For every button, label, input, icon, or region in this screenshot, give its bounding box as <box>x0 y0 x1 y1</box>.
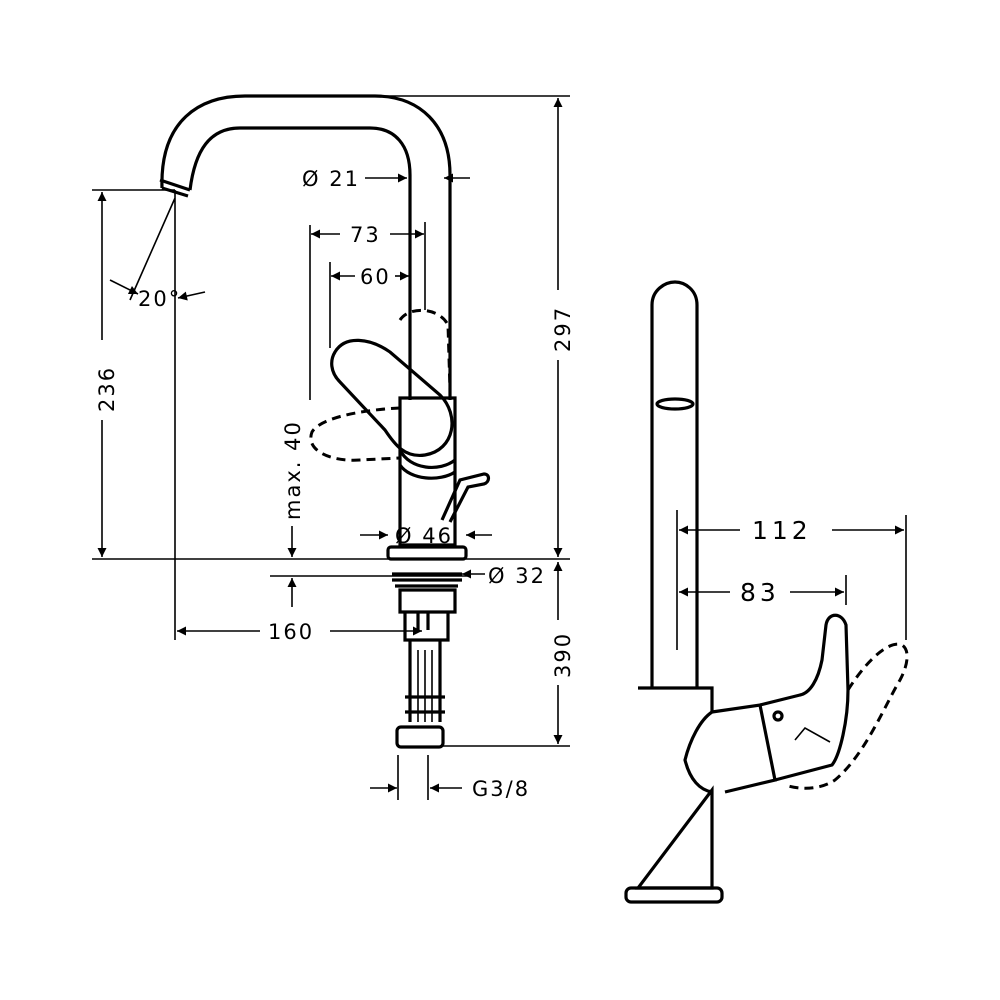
lever-alt-left <box>309 406 401 462</box>
lever-alt-up <box>398 308 452 391</box>
dim-236: 236 <box>95 366 119 412</box>
dim-112: 112 <box>752 516 812 545</box>
dim-297: 297 <box>551 306 575 352</box>
side-cartridge <box>683 703 777 794</box>
dim-max40: max. 40 <box>281 420 305 520</box>
popup-rod <box>440 472 491 523</box>
side-aerator <box>655 397 695 411</box>
dim-60: 60 <box>360 265 391 289</box>
dim-83: 83 <box>740 578 780 607</box>
spout-outline <box>160 94 452 400</box>
dim-d46: Ø 46 <box>395 524 453 548</box>
base-plate <box>386 545 468 561</box>
dim-160: 160 <box>268 620 314 644</box>
side-spout-tube <box>650 280 699 688</box>
dim-390: 390 <box>551 632 575 678</box>
lever-handle <box>330 338 454 457</box>
ext-lines <box>92 95 570 800</box>
front-view: Ø 21 73 60 20° 236 297 max. 40 Ø 46 Ø 32 <box>92 94 575 801</box>
mounting-shaft <box>403 612 450 722</box>
side-lever-screw <box>772 710 784 722</box>
side-lever-mark <box>794 726 831 743</box>
hose-crimp <box>405 695 445 714</box>
hose-fitting <box>395 725 445 749</box>
dim-73: 73 <box>350 223 381 247</box>
side-lever-alt <box>784 642 909 790</box>
dim-d21: Ø 21 <box>302 167 360 191</box>
side-ext-lines <box>676 510 907 650</box>
side-view: 112 83 <box>624 280 909 904</box>
dim-g38: G3/8 <box>472 777 530 801</box>
dim-angle20: 20° <box>138 287 181 311</box>
faucet-body <box>398 396 457 547</box>
mounting-nut <box>392 572 462 614</box>
dim-d32: Ø 32 <box>488 564 546 588</box>
side-lever <box>759 613 850 782</box>
side-base <box>624 886 724 904</box>
hose-lines <box>417 650 433 722</box>
lever-collar <box>398 449 456 480</box>
